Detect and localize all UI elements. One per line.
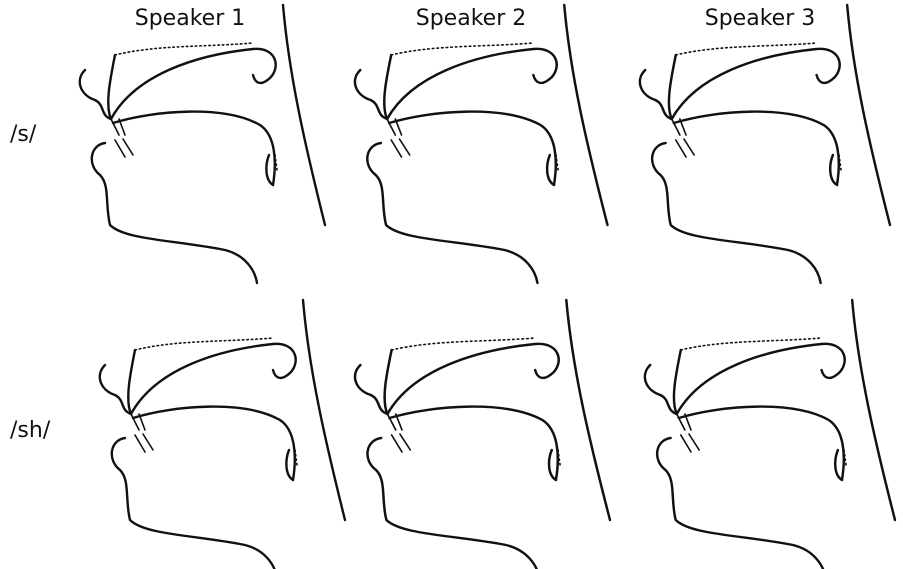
- tract-speaker-1-sh: [100, 300, 345, 569]
- tract-speaker-3-sh: [645, 300, 895, 569]
- tract-speaker-2-s: [355, 5, 608, 283]
- tract-speaker-2-sh: [355, 300, 610, 569]
- tract-speaker-3-s: [640, 5, 890, 283]
- tract-speaker-1-s: [80, 5, 325, 283]
